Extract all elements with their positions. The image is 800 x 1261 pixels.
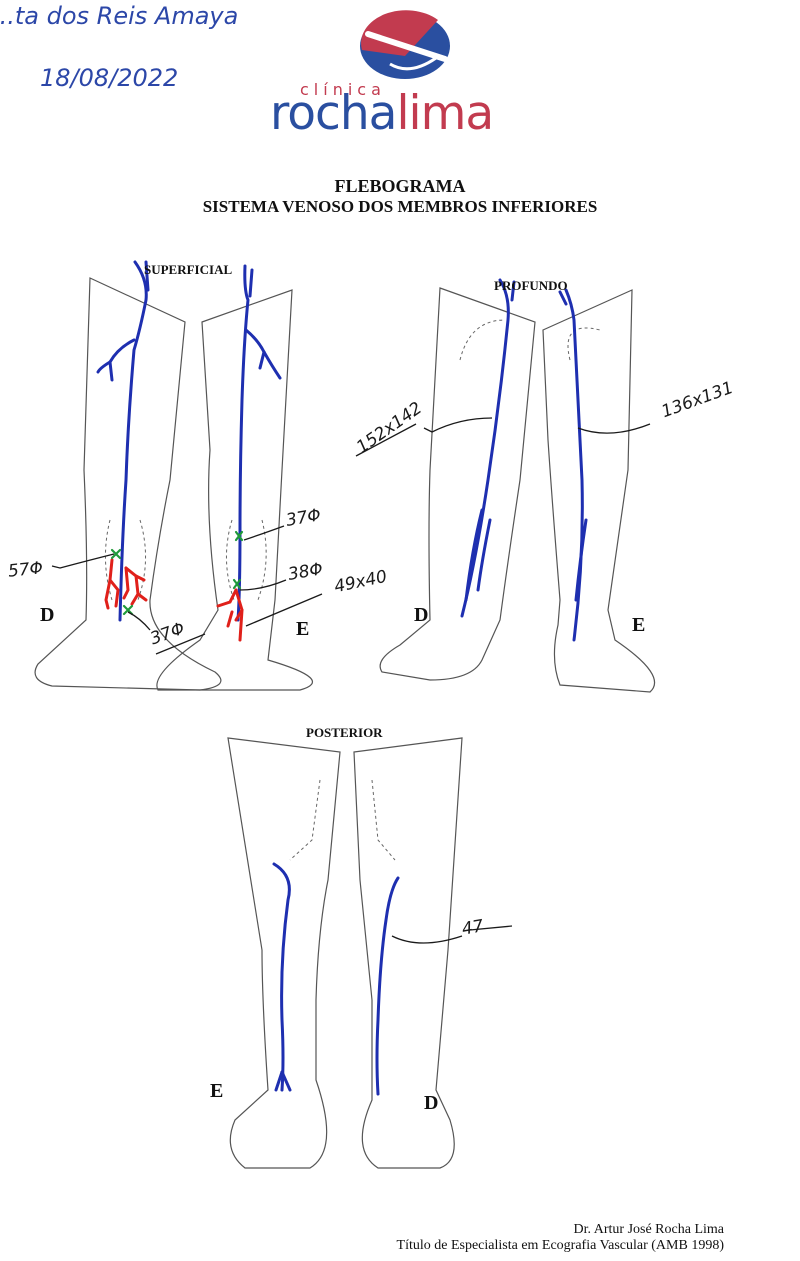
doctor-credential: Título de Especialista em Ecografia Vasc… [396,1238,724,1253]
profundo-right-side-label: D [414,604,429,626]
posterior-right-side-label: D [424,1092,439,1114]
date-handwritten: 18/08/2022 [40,64,179,92]
perforator-markers [110,530,244,616]
measurement-posterior-d: 47 [460,916,486,940]
dotted-guides [105,319,601,861]
posterior-veins [272,862,400,1096]
logo-brand-part2: lima [396,86,494,141]
document-title: FLEBOGRAMA [334,176,466,196]
logo-clinica-text: clínica [300,80,386,99]
superficial-veins [96,260,282,622]
posterior-left-side-label: E [210,1080,224,1102]
section-posterior-label: POSTERIOR [306,725,383,740]
leg-outlines [34,277,656,1169]
logo-brand-name: rochalima [270,86,494,141]
deep-veins [460,278,588,642]
document-subtitle: SISTEMA VENOSO DOS MEMBROS INFERIORES [202,197,598,216]
section-superficial-label: SUPERFICIAL [144,262,233,277]
logo-brand-part1: rocha [270,86,397,141]
varicose-veins [104,558,244,642]
superficial-left-side-label: E [296,618,310,640]
profundo-left-side-label: E [632,614,646,636]
doctor-name: Dr. Artur José Rocha Lima [573,1222,724,1237]
patient-name-handwritten: ...ta dos Reis Amaya [0,2,239,30]
section-profundo-label: PROFUNDO [494,278,568,293]
annotation-arrows [51,417,651,944]
superficial-right-side-label: D [40,604,55,626]
clinic-logo-emblem [360,10,450,79]
measurement-superficial-d-upper: 57Φ [7,558,44,582]
